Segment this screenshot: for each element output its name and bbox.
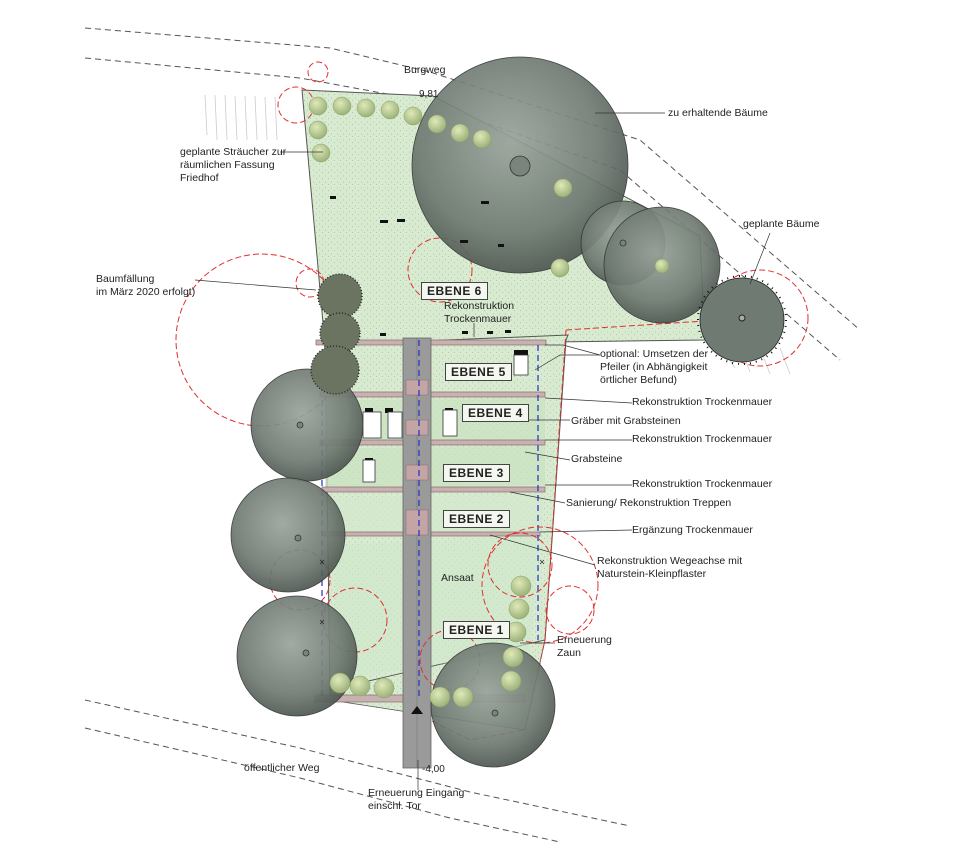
terrace-label-1: EBENE 1	[443, 621, 510, 639]
central-path	[402, 337, 432, 769]
label-rekon-trockenmauer-3: Rekonstruktion Trockenmauer	[632, 478, 773, 490]
label-optional-umsetzen: optional: Umsetzen der Pfeiler (in Abhän…	[600, 348, 708, 386]
planned-shrubs	[308, 96, 670, 708]
dark-conifers	[310, 273, 363, 395]
label-graeber-mit-grabsteinen: Gräber mit Grabsteinen	[571, 415, 681, 427]
label-rekon-trockenmauer-2: Rekonstruktion Trockenmauer	[632, 433, 773, 445]
terrace-label-4: EBENE 4	[462, 404, 529, 422]
terrace-label-5: EBENE 5	[445, 363, 512, 381]
label-geplante-straeucher: geplante Sträucher zur räumlichen Fassun…	[180, 146, 287, 184]
label-grabsteine: Grabsteine	[571, 453, 623, 465]
label-burgweg: Burgweg	[404, 64, 446, 76]
planned-tree	[697, 275, 787, 365]
terrace-label-3: EBENE 3	[443, 464, 510, 482]
leader-lines	[194, 112, 771, 790]
label-erneuerung-eingang: Erneuerung Eingang einschl. Tor	[368, 787, 465, 812]
grave-plots	[362, 354, 529, 483]
fence-marks	[319, 559, 545, 625]
dimension-top: 9,81	[419, 89, 439, 100]
label-rekon-trockenmauer-1: Rekonstruktion Trockenmauer	[632, 396, 773, 408]
road-lines	[84, 27, 861, 842]
terrace-label-2: EBENE 2	[443, 510, 510, 528]
label-sanierung-treppen: Sanierung/ Rekonstruktion Treppen	[566, 497, 732, 509]
label-erneuerung-zaun: Erneuerung Zaun	[557, 634, 612, 659]
label-rekon-wegeachse: Rekonstruktion Wegeachse mit Naturstein-…	[597, 555, 743, 580]
label-zu-erhaltende-baeume: zu erhaltende Bäume	[668, 107, 768, 119]
label-ergaenzung-trockenmauer: Ergänzung Trockenmauer	[632, 524, 753, 536]
terrace-label-6: EBENE 6	[421, 282, 488, 300]
dimension-bottom: -4,00	[422, 764, 445, 775]
grave-markers	[330, 196, 528, 463]
label-geplante-baeume: geplante Bäume	[743, 218, 820, 230]
label-oeffentlicher-weg: öffentlicher Weg	[244, 762, 320, 774]
tree-trunks	[294, 155, 667, 717]
label-baumfaellung: Baumfällung im März 2020 erfolgt)	[96, 273, 196, 298]
label-rekonstruktion-trockenmauer-top: Rekonstruktion Trockenmauer	[444, 300, 515, 325]
label-ansaat: Ansaat	[441, 572, 474, 584]
